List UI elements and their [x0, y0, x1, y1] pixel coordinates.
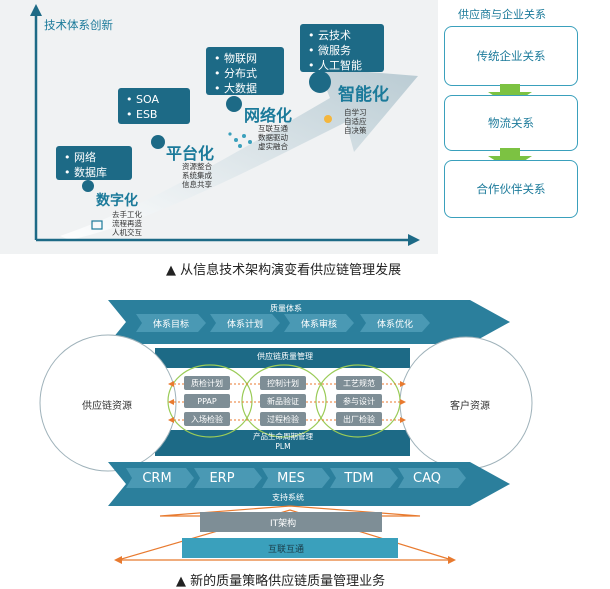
stage-desc-platform: 资源整合系统集成信息共享	[182, 162, 212, 189]
support-item-label-1: CRM	[142, 470, 172, 486]
quality-item-3	[284, 314, 354, 332]
pill-right-2: 参与设计	[336, 394, 382, 408]
top-caption: ▲ 从信息技术架构演变看供应链管理发展	[166, 263, 402, 278]
it-arch-bar	[200, 512, 382, 532]
relation-traditional: 传统企业关系	[444, 26, 578, 86]
relation-title: 供应商与企业关系	[458, 8, 546, 21]
stage-item: • SOA	[126, 93, 159, 106]
relation-logistics: 物流关系	[444, 95, 578, 151]
quality-item-1	[136, 314, 206, 332]
pill-left-2: PPAP	[184, 394, 230, 408]
quality-item-label-2: 体系计划	[226, 319, 263, 330]
support-system-label: 支持系统	[272, 493, 304, 502]
stage-dot-4	[309, 71, 331, 93]
y-axis-arrowhead	[30, 4, 42, 16]
stage-box-network: • 物联网 • 分布式 • 大数据	[206, 47, 284, 95]
right-circle-label: 客户资源	[450, 401, 490, 412]
plm-band	[155, 430, 410, 456]
scm-band	[155, 348, 410, 368]
interconnect-bar	[182, 538, 398, 558]
relation-arrow-2	[488, 148, 532, 170]
evolution-graphic	[30, 4, 420, 246]
quality-system-label: 质量体系	[270, 304, 302, 313]
quality-diagram	[39, 300, 533, 564]
stage-label-smart: 智能化	[338, 85, 389, 105]
stage-label-digital: 数字化	[96, 193, 138, 209]
relation-partner: 合作伙伴关系	[444, 160, 578, 218]
stage-dot-1	[82, 180, 94, 192]
bottom-caption: ▲ 新的质量策略供应链质量管理业务	[176, 574, 386, 589]
stage-item: • 分布式	[214, 67, 257, 80]
it-arch-label: IT架构	[270, 519, 297, 529]
support-item-2	[194, 468, 262, 488]
support-item-label-2: ERP	[209, 470, 235, 486]
stage-label-network: 网络化	[244, 106, 293, 125]
support-item-1	[126, 468, 194, 488]
stage-box-platform: • SOA • ESB	[118, 88, 190, 124]
pill-right-3: 出厂检验	[336, 412, 382, 426]
support-item-label-5: CAQ	[413, 470, 441, 486]
quality-item-2	[210, 314, 280, 332]
support-item-5	[398, 468, 466, 488]
quality-item-label-4: 体系优化	[376, 319, 413, 330]
stage-box-smart: • 云技术 • 微服务 • 人工智能	[300, 24, 384, 72]
stage-item: • 网络	[64, 151, 96, 164]
green-ring-1	[167, 364, 253, 438]
stage-dot-2	[151, 135, 165, 149]
green-ring-2	[241, 364, 327, 438]
left-circle-label: 供应链资源	[82, 401, 132, 412]
quality-item-label-1: 体系目标	[152, 319, 189, 330]
stage-desc-network: 互联互通数据驱动虚实融合	[258, 124, 288, 151]
chart-title: 技术体系创新	[44, 18, 113, 32]
bulb-icon	[324, 115, 332, 123]
stage-label-platform: 平台化	[166, 144, 215, 163]
plm-label: 产品生命周期管理 PLM	[253, 432, 313, 451]
pill-left-1: 质检计划	[184, 376, 230, 390]
network-icon	[228, 132, 252, 148]
left-resource-circle	[39, 334, 177, 472]
x-axis-arrowhead	[408, 234, 420, 246]
stage-item: • 物联网	[214, 52, 257, 65]
stage-item: • ESB	[126, 108, 158, 121]
growth-arrow	[60, 68, 418, 240]
interconnect-label: 互联互通	[268, 545, 305, 555]
support-item-label-3: MES	[277, 470, 305, 486]
screen-icon	[91, 220, 103, 230]
stage-dot-3	[226, 96, 242, 112]
pill-mid-1: 控制计划	[260, 376, 306, 390]
stage-box-digital: • 网络 • 数据库	[56, 146, 132, 180]
pill-left-3: 入场检验	[184, 412, 230, 426]
stage-item: • 人工智能	[308, 59, 362, 72]
quality-item-4	[360, 314, 430, 332]
scm-quality-label: 供应链质量管理	[257, 352, 313, 361]
pill-right-1: 工艺规范	[336, 376, 382, 390]
support-item-3	[262, 468, 330, 488]
stage-desc-smart: 自学习自适应自决策	[344, 108, 367, 135]
pill-mid-3: 过程检验	[260, 412, 306, 426]
stage-item: • 云技术	[308, 29, 351, 42]
pill-mid-2: 新品验证	[260, 394, 306, 408]
support-item-4	[330, 468, 398, 488]
quality-item-label-3: 体系审核	[300, 319, 337, 330]
stage-desc-digital: 去手工化流程再造人机交互	[112, 210, 142, 237]
stage-item: • 微服务	[308, 44, 351, 57]
stage-item: • 数据库	[64, 166, 107, 179]
stage-item: • 大数据	[214, 82, 257, 95]
support-item-label-4: TDM	[344, 470, 374, 486]
